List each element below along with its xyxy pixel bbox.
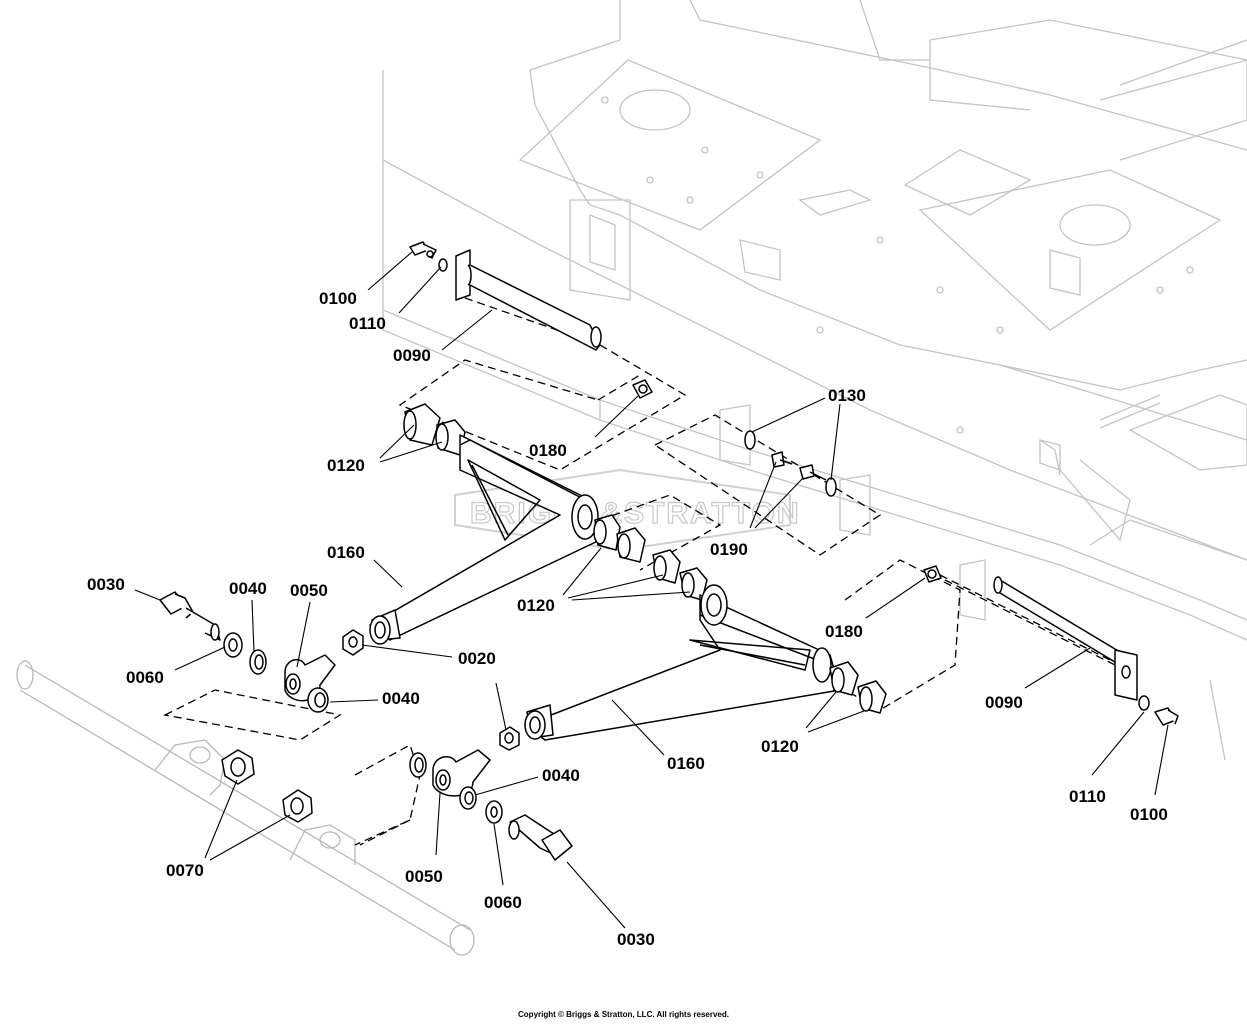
bolt-0030-upper (159, 591, 221, 641)
spacer-0040-middle (307, 687, 329, 713)
callout-0060-left: 0060 (126, 668, 164, 687)
callout-0030-left: 0030 (87, 575, 125, 594)
washer-0110-left (438, 258, 448, 272)
callout-0030-low: 0030 (617, 930, 655, 949)
jam-nut-0020-upper (342, 629, 364, 656)
callout-0190: 0190 (710, 540, 748, 559)
pivot-pin-0090-right (993, 576, 1138, 701)
a-arm-0160-upper (369, 434, 601, 645)
callout-0130: 0130 (828, 386, 866, 405)
callout-0040-top: 0040 (229, 579, 267, 598)
nuts-0070 (221, 749, 313, 823)
callout-0100-left: 0100 (319, 289, 357, 308)
a-arm-0160-lower (524, 584, 841, 741)
nut-0180-right (923, 565, 942, 583)
callout-0060-low: 0060 (484, 893, 522, 912)
bushings-0120-right (829, 661, 887, 714)
briggs-stratton-watermark: BRIGGS&STRATTON (454, 468, 801, 552)
bolt-0100-right (1154, 707, 1179, 726)
callout-0040-low: 0040 (542, 766, 580, 785)
callout-0040-mid: 0040 (382, 689, 420, 708)
callout-0120-mid: 0120 (517, 596, 555, 615)
watermark-text: BRIGGS&STRATTON (470, 497, 801, 530)
callout-0180-left: 0180 (529, 441, 567, 460)
washer-0060-lower (485, 800, 503, 824)
callout-0070: 0070 (166, 861, 204, 880)
spacer-0040-upper (249, 649, 267, 675)
callout-0020-top: 0020 (458, 649, 496, 668)
callout-0180-right: 0180 (825, 622, 863, 641)
jam-nut-0020-lower (499, 726, 520, 751)
callout-0160-right: 0160 (667, 754, 705, 773)
rod-end-0050-lower (432, 749, 491, 797)
callout-0110-right: 0110 (1069, 787, 1106, 806)
callout-0160-left: 0160 (327, 543, 365, 562)
callout-0090-left: 0090 (393, 346, 431, 365)
copyright-notice: Copyright © Briggs & Stratton, LLC. All … (518, 1010, 729, 1019)
washer-0110-right (1138, 695, 1150, 711)
leader-lines (134, 251, 1169, 929)
bolt-0100-left (409, 241, 437, 259)
callout-0120-right: 0120 (761, 737, 799, 756)
callout-numbers: 0100 0110 0090 0180 0120 0130 0190 0160 … (87, 289, 1168, 949)
front-axle-tube (16, 660, 475, 956)
nut-0180-left (632, 379, 653, 399)
callout-0120-top: 0120 (327, 456, 365, 475)
bolt-0030-lower (508, 814, 573, 861)
callout-0110-left: 0110 (349, 314, 386, 333)
callout-0050-low: 0050 (405, 867, 443, 886)
bushings-0120-top (403, 403, 466, 456)
washer-0060-upper (223, 632, 243, 658)
parts-artwork (159, 241, 1179, 861)
bushings-0120-center (593, 514, 708, 601)
callout-0100-right: 0100 (1130, 805, 1168, 824)
callout-0050-top: 0050 (290, 581, 328, 600)
callout-0090-right: 0090 (985, 693, 1023, 712)
pivot-pin-0090-left (455, 249, 602, 351)
mower-deck-background (382, 0, 1247, 761)
washers-0130-bolts-0190 (744, 430, 837, 497)
spacer-0040-lower-right (459, 786, 477, 810)
spacer-0040-lower-left (409, 752, 427, 778)
